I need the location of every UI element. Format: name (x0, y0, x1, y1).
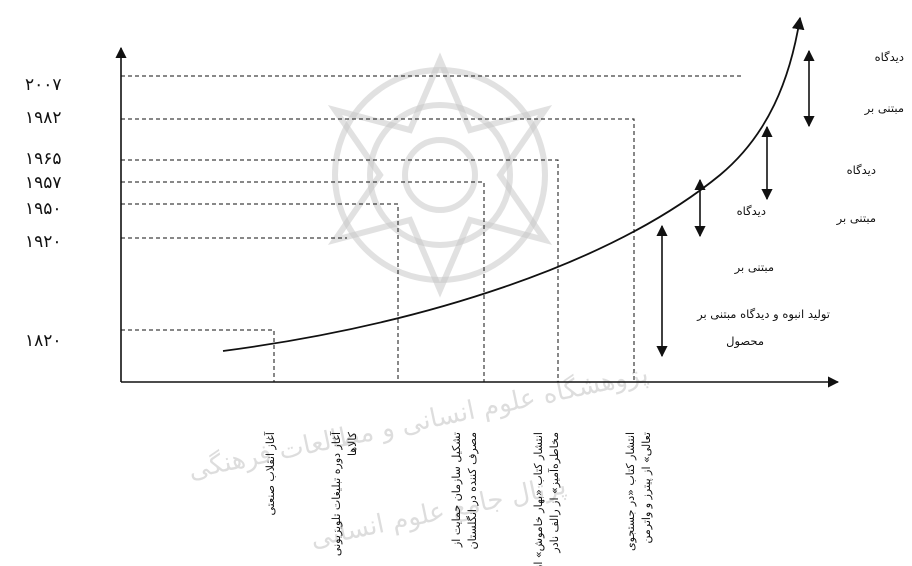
era-label-low-2: مبتنی بر (734, 260, 774, 275)
era-label-mid-2: مبتنی بر (836, 211, 876, 226)
era-label-top-1: دیدگاه (875, 50, 904, 64)
year-labels: ۲۰۰۷ ۱۹۸۲ ۱۹۶۵ ۱۹۵۷ ۱۹۵۰ ۱۹۲۰ ۱۸۲۰ (25, 75, 62, 351)
event-label-4: انتشار کتاب «بهار خاموش» از مخاطره‌آمیز»… (532, 432, 561, 566)
year-1920: ۱۹۲۰ (25, 232, 62, 252)
event-label-3-line-1: تشکیل سازمان حمایت از (450, 432, 463, 548)
year-2007: ۲۰۰۷ (25, 75, 62, 95)
era-arrows (656, 49, 815, 358)
event-label-5-line-1: انتشار کتاب «در جستجوی (624, 432, 637, 551)
event-label-5: انتشار کتاب «در جستجوی تعالی» از پیترز و… (624, 432, 653, 551)
event-label-5-line-2: تعالی» از پیترز و واترمن (640, 432, 653, 543)
era-labels: دیدگاه مبتنی بر دیدگاه مبتنی بر دیدگاه م… (696, 50, 904, 349)
year-1965: ۱۹۶۵ (25, 149, 62, 169)
watermark-emblem (327, 52, 553, 298)
year-1950: ۱۹۵۰ (25, 199, 62, 219)
watermark-line-1: پژوهشگاه علوم انسانی و مطالعات فرهنگی (185, 358, 651, 486)
era-label-top-2: مبتنی بر (864, 101, 904, 116)
year-1820: ۱۸۲۰ (25, 331, 62, 351)
event-label-1-line-1: آغاز انقلاب صنعتی (263, 431, 277, 515)
era-label-base-2: محصول (726, 334, 764, 349)
era-label-low-1: دیدگاه (737, 204, 766, 218)
guide-lines (121, 75, 742, 382)
event-label-2: آغاز دوره تبلیغات تلویزیونی کالاها (329, 431, 359, 556)
event-labels: آغاز انقلاب صنعتی آغاز دوره تبلیغات تلوی… (263, 431, 653, 566)
watermark-line-2: پرتال جامع علوم انسانی (308, 470, 569, 553)
era-label-base-1: تولید انبوه و دیدگاه مبتنی بر (696, 307, 830, 322)
event-label-1: آغاز انقلاب صنعتی (263, 431, 277, 515)
growth-curve (222, 16, 805, 352)
era-label-mid-1: دیدگاه (847, 163, 876, 177)
event-label-3: تشکیل سازمان حمایت از مصرف کننده در انگل… (450, 432, 479, 550)
event-label-3-line-2: مصرف کننده در انگلستان (466, 432, 479, 550)
event-label-2-line-2: کالاها (346, 431, 359, 456)
event-label-4-line-1: انتشار کتاب «بهار خاموش» از (532, 432, 545, 566)
year-1957: ۱۹۵۷ (25, 173, 62, 193)
event-label-2-line-1: آغاز دوره تبلیغات تلویزیونی (329, 431, 343, 556)
year-1982: ۱۹۸۲ (25, 108, 62, 128)
event-label-4-line-2: مخاطره‌آمیز» از رالف نادر (547, 432, 561, 554)
